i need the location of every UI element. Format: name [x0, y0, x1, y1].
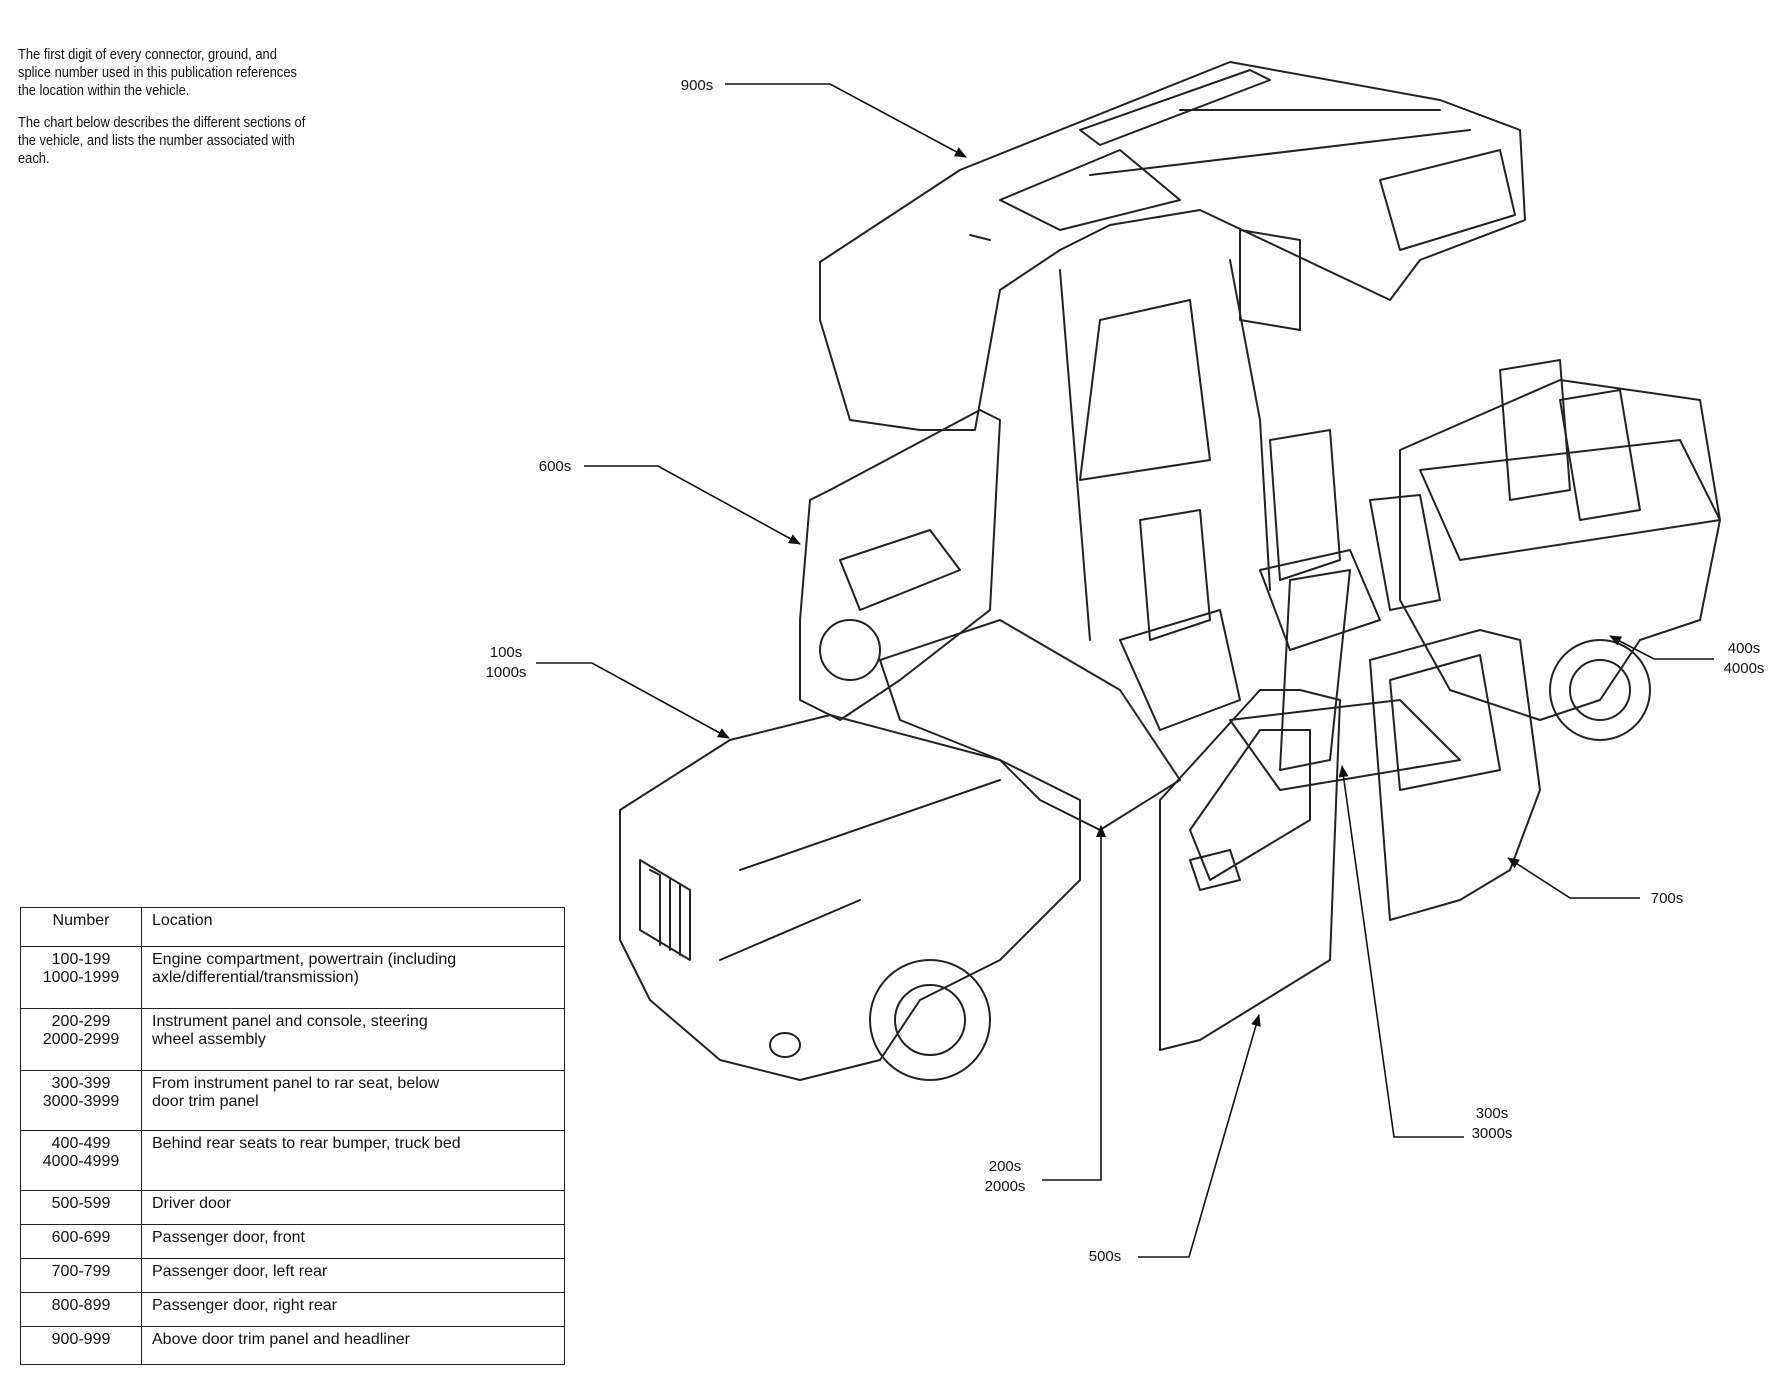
leader-line-900s — [725, 83, 967, 158]
leader-line-200s — [1042, 825, 1106, 1181]
intro-paragraph-2: The chart below describes the different … — [18, 114, 306, 167]
callout-600s: 600s — [530, 457, 580, 477]
number-range: 1000-1999 — [42, 969, 120, 986]
callout-900s: 900s — [672, 76, 722, 96]
table-cell-location: Passenger door, right rear — [141, 1292, 565, 1327]
number-range: 3000-3999 — [42, 1093, 120, 1110]
cabin-interior-outline — [879, 359, 1721, 831]
callout-400s-line-1: 400s — [1727, 640, 1761, 657]
callout-700s: 700s — [1642, 889, 1692, 909]
number-range: 100-199 — [51, 951, 111, 968]
location-text: wheel assembly — [152, 1031, 266, 1048]
location-text: Instrument panel and console, steering — [152, 1013, 428, 1030]
leader-line-700s — [1507, 857, 1640, 899]
table-row: 700-799 Passenger door, left rear — [20, 1258, 565, 1293]
table-row: 500-599 Driver door — [20, 1190, 565, 1225]
location-text: Engine compartment, powertrain (includin… — [152, 951, 457, 968]
table-cell-location: Passenger door, front — [141, 1224, 565, 1259]
number-range: 4000-4999 — [42, 1153, 120, 1170]
callout-500s: 500s — [1080, 1247, 1130, 1267]
callout-200s-line-2: 2000s — [984, 1178, 1026, 1195]
callout-300s-line-2: 3000s — [1471, 1125, 1513, 1142]
callout-700s-line-1: 700s — [1650, 890, 1684, 907]
table-cell-number: 700-799 — [20, 1258, 142, 1293]
callout-400s-line-2: 4000s — [1723, 660, 1765, 677]
table-cell-location: Passenger door, left rear — [141, 1258, 565, 1293]
number-range: 2000-2999 — [42, 1031, 120, 1048]
leader-line-300s — [1338, 765, 1464, 1138]
table-row: 900-999 Above door trim panel and headlin… — [20, 1326, 565, 1365]
location-text: door trim panel — [152, 1093, 259, 1110]
callout-400s: 400s 4000s — [1714, 639, 1774, 679]
callout-500s-line-1: 500s — [1088, 1248, 1122, 1265]
table-cell-number: 500-599 — [20, 1190, 142, 1225]
location-text: From instrument panel to rar seat, below — [152, 1075, 440, 1092]
callout-200s-line-1: 200s — [988, 1158, 1022, 1175]
leader-line-100s — [536, 662, 730, 739]
callout-900s-line-1: 900s — [680, 77, 714, 94]
number-range: 600-699 — [51, 1229, 111, 1246]
leader-line-500s — [1138, 1014, 1261, 1258]
table-cell-number: 600-699 — [20, 1224, 142, 1259]
location-text: Passenger door, left rear — [152, 1263, 328, 1280]
number-range: 800-899 — [51, 1297, 111, 1314]
table-row: 800-899 Passenger door, right rear — [20, 1292, 565, 1327]
front-passenger-door-outline — [799, 409, 1001, 721]
driver-door-outline — [1159, 689, 1341, 1051]
table-cell-location: Above door trim panel and headliner — [141, 1326, 565, 1365]
column-header-location: Location — [141, 907, 565, 947]
table-header-row: Number Location — [20, 907, 565, 947]
number-range: 200-299 — [51, 1013, 111, 1030]
location-text: Passenger door, right rear — [152, 1297, 337, 1314]
location-text: Above door trim panel and headliner — [152, 1331, 410, 1348]
number-range: 700-799 — [51, 1263, 111, 1280]
number-range: 500-599 — [51, 1195, 111, 1212]
rear-body-outline — [1399, 379, 1721, 741]
callout-300s-line-1: 300s — [1475, 1105, 1509, 1122]
callout-300s: 300s 3000s — [1464, 1104, 1520, 1144]
table-cell-location: From instrument panel to rar seat, below… — [141, 1070, 565, 1131]
leader-line-400s — [1609, 635, 1714, 660]
number-range: 400-499 — [51, 1135, 111, 1152]
front-hood-outline — [619, 714, 1081, 1081]
table-cell-location: Behind rear seats to rear bumper, truck … — [141, 1130, 565, 1191]
location-text: Driver door — [152, 1195, 232, 1212]
location-text: Behind rear seats to rear bumper, truck … — [152, 1135, 461, 1152]
intro-paragraph-1: The first digit of every connector, grou… — [18, 46, 297, 99]
rear-passenger-door-outline — [1369, 629, 1541, 921]
table-cell-location: Driver door — [141, 1190, 565, 1225]
callout-100s: 100s 1000s — [480, 643, 532, 683]
intro-text: The first digit of every connector, grou… — [18, 46, 310, 182]
leader-line-600s — [584, 465, 801, 545]
location-text: Passenger door, front — [152, 1229, 305, 1246]
table-cell-number: 900-999 — [20, 1326, 142, 1365]
table-row: 600-699 Passenger door, front — [20, 1224, 565, 1259]
roof-headliner-outline — [819, 61, 1526, 641]
number-range: 900-999 — [51, 1331, 111, 1348]
callout-100s-line-1: 100s — [489, 644, 523, 661]
callout-100s-line-2: 1000s — [485, 664, 527, 681]
column-header-number: Number — [20, 907, 142, 947]
number-range: 300-399 — [51, 1075, 111, 1092]
location-text: axle/differential/transmission) — [152, 969, 359, 986]
table-cell-location: Engine compartment, powertrain (includin… — [141, 946, 565, 1009]
callout-200s: 200s 2000s — [972, 1157, 1038, 1197]
callout-600s-line-1: 600s — [538, 458, 572, 475]
table-cell-number: 800-899 — [20, 1292, 142, 1327]
